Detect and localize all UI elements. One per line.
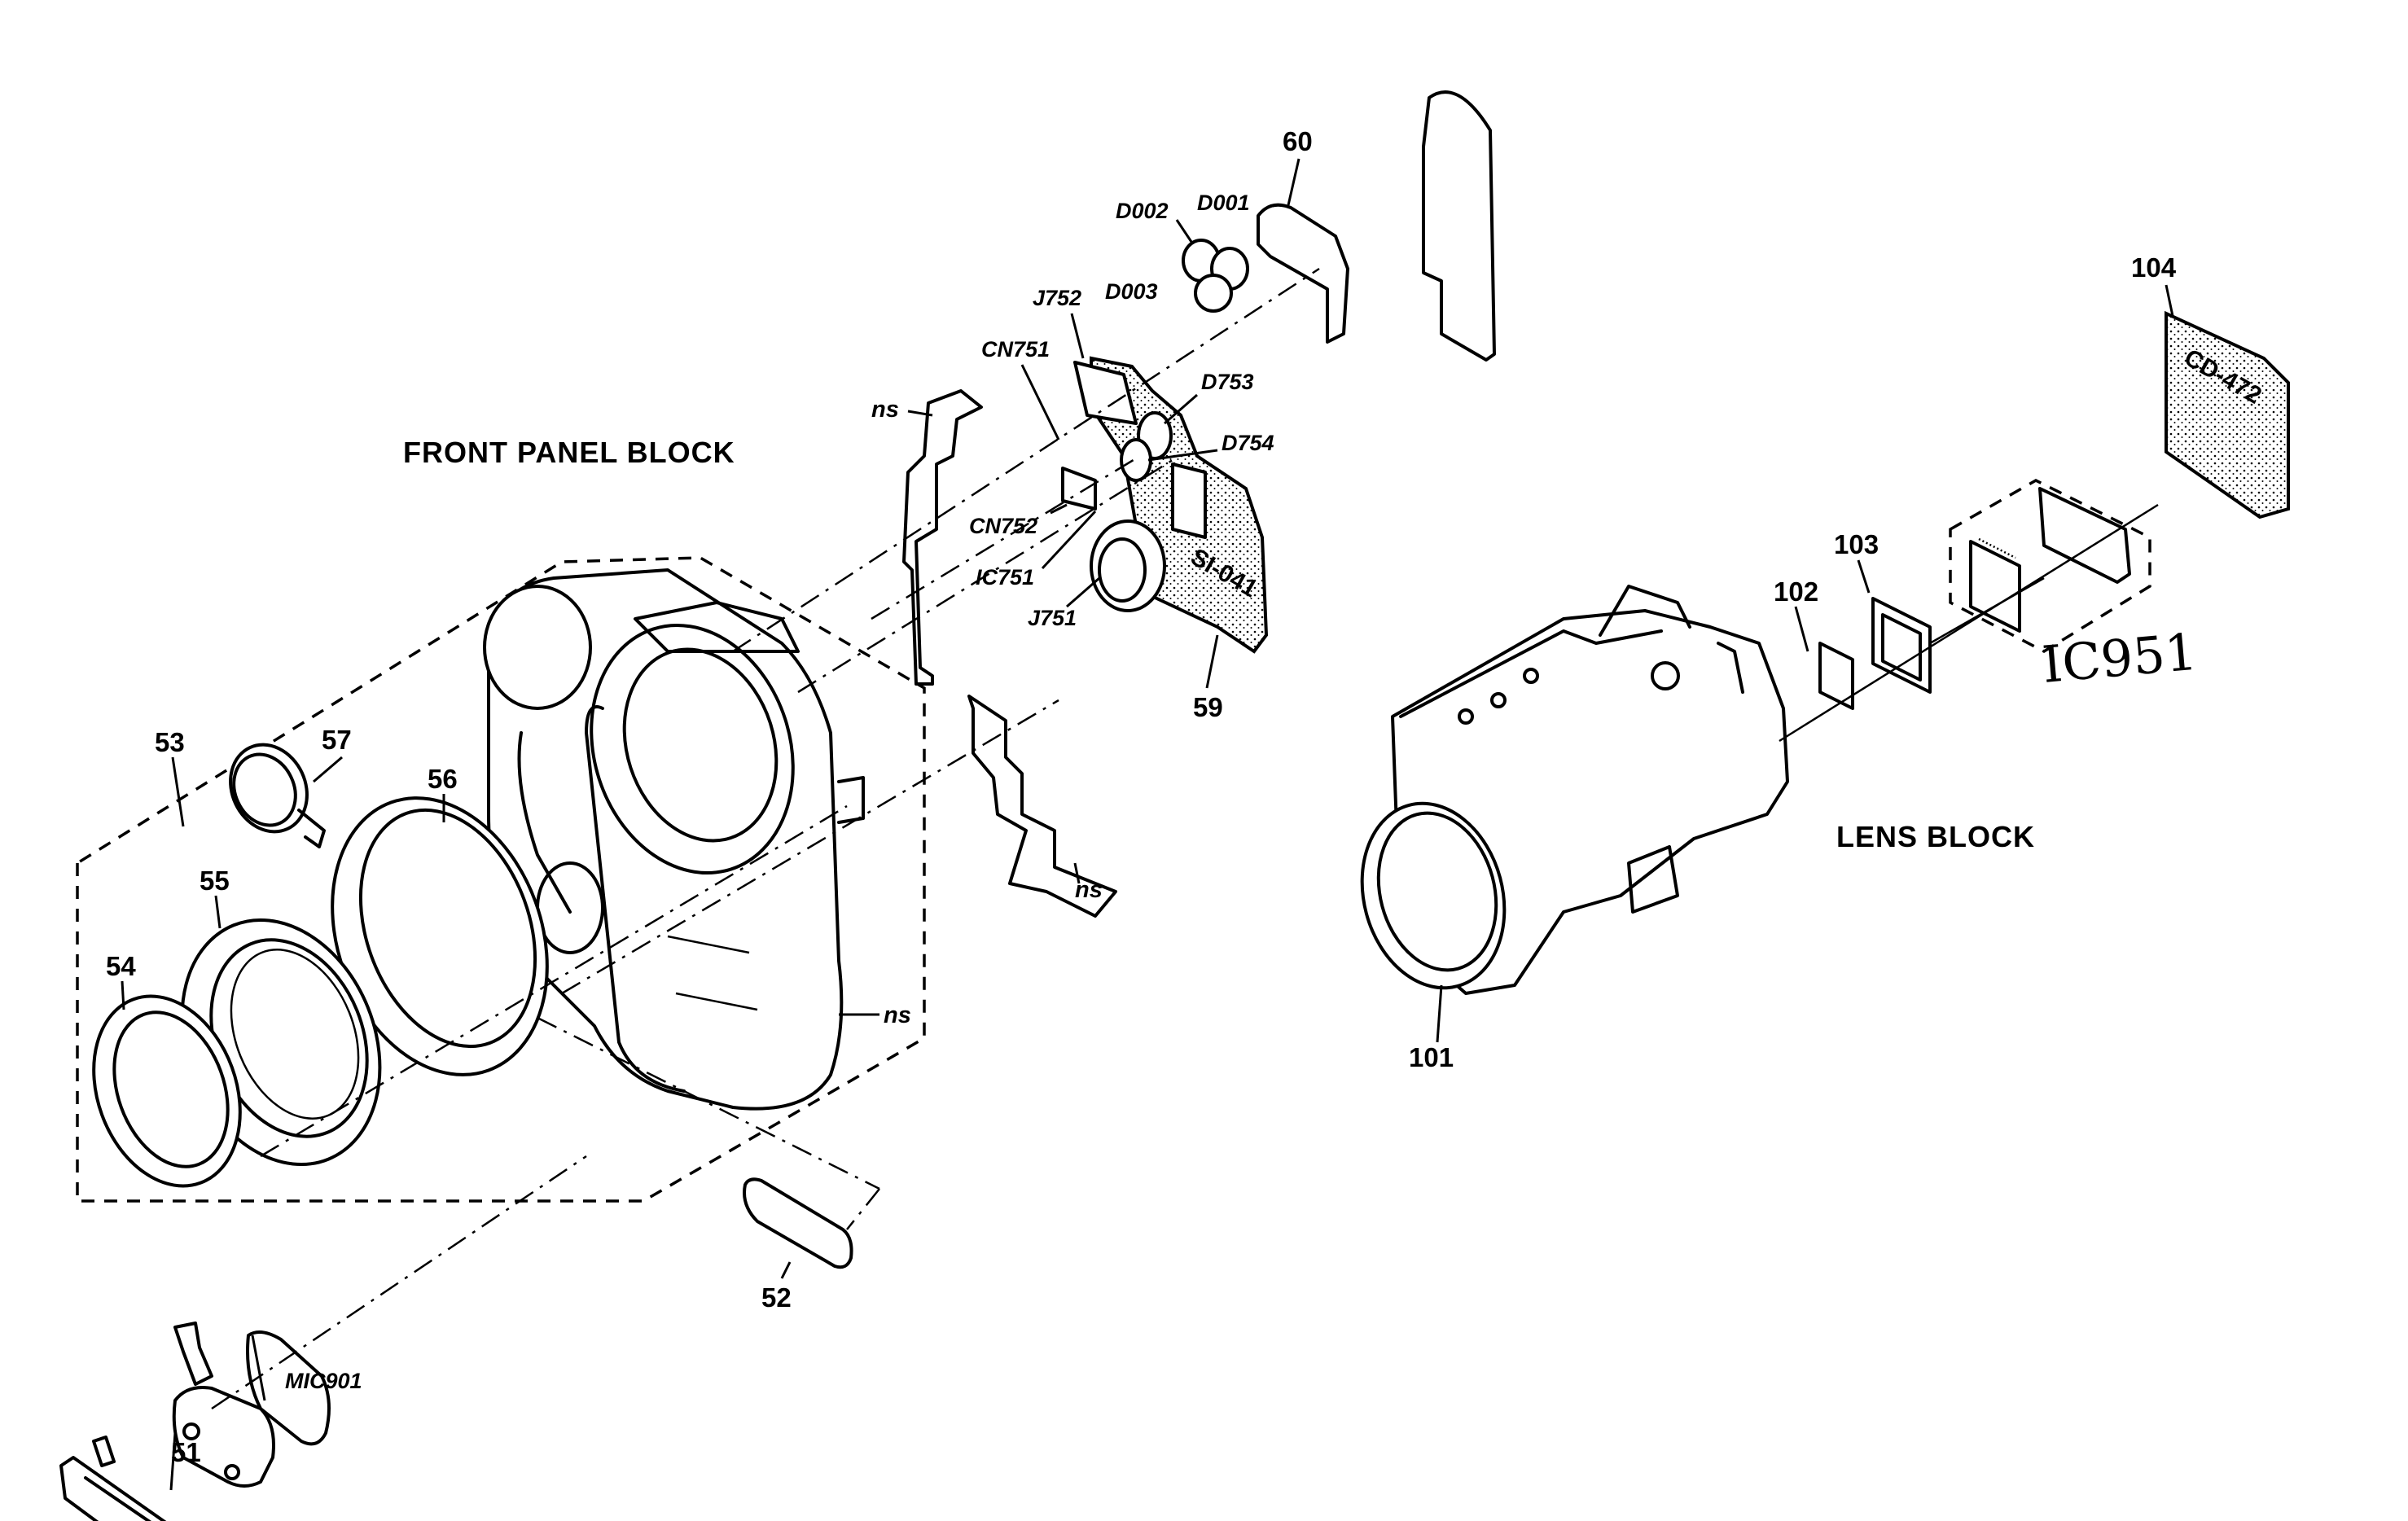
ref-label-d001: D001 (1197, 191, 1250, 215)
leader-54 (121, 980, 125, 1010)
part-label-103: 103 (1834, 529, 1879, 559)
leader-103 (1857, 559, 1871, 594)
part-label-54: 54 (106, 951, 136, 981)
leader-51 (169, 1432, 177, 1491)
part-101-lens-unit (1360, 585, 1789, 995)
ns-label-lower-bracket: ns (1075, 877, 1103, 903)
top-bracket (902, 389, 983, 686)
part-label-52: 52 (761, 1282, 792, 1313)
part-57-lens-cap (229, 743, 326, 848)
leader-j751 (1066, 576, 1100, 608)
part-label-102: 102 (1774, 576, 1818, 607)
leader-cn752 (1050, 503, 1068, 515)
part-label-104: 104 (2131, 252, 2177, 283)
leader-59 (1205, 634, 1219, 689)
part-102-optical-filter (1818, 642, 1854, 710)
part-label-53: 53 (155, 727, 185, 757)
part-label-51: 51 (171, 1437, 201, 1467)
lower-bracket (967, 695, 1117, 918)
front-cabinet (483, 568, 865, 1111)
part-label-60: 60 (1283, 126, 1313, 156)
ref-label-d002: D002 (1116, 199, 1169, 223)
leader-ns-lower-bracket (1073, 862, 1081, 884)
leader-102 (1794, 606, 1809, 652)
part-54-protector-ring (92, 994, 242, 1188)
assembly-53-boundary (76, 556, 926, 1203)
part-label-59: 59 (1193, 692, 1223, 722)
ref-label-mic901: MIC901 (285, 1369, 362, 1393)
front-panel-block: FRONT PANEL BLOCK (59, 436, 926, 1521)
ns-label-top-bracket: ns (871, 397, 899, 423)
part-label-57: 57 (322, 725, 352, 755)
lens-block: LENS BLOCK IC951 CD-472 (1360, 252, 2290, 1072)
ref-label-j751: J751 (1028, 606, 1077, 630)
ic951-ccd-sensor (1969, 540, 2021, 633)
leader-101 (1436, 984, 1443, 1043)
leader-cn751 (1020, 364, 1060, 441)
ref-label-d754: D754 (1222, 431, 1274, 455)
ic751-chip (1171, 462, 1207, 539)
j751-jack (1090, 519, 1166, 612)
leader-d754 (1147, 449, 1218, 462)
front-panel-block-title: FRONT PANEL BLOCK (403, 436, 735, 469)
leader-57 (313, 756, 343, 783)
assembly-alignment-lines (211, 267, 2159, 1410)
leader-55 (214, 895, 222, 929)
part-56-lens-hood-ring (331, 796, 549, 1076)
ccd-mounting-plate (2038, 487, 2131, 584)
leader-j752 (1070, 313, 1085, 359)
leader-ns-top-bracket (907, 410, 933, 417)
ref-label-cn751: CN751 (981, 337, 1050, 362)
leader-60 (1287, 158, 1300, 206)
leader-104 (2165, 284, 2174, 317)
ref-label-d003: D003 (1105, 279, 1158, 304)
lens-block-title: LENS BLOCK (1836, 820, 2035, 853)
center-boards: ns ns SI-041 60 D001 D002 D003 J752 CN75… (871, 90, 1496, 918)
part-label-101: 101 (1409, 1042, 1454, 1072)
part-104-cd-board (2165, 310, 2290, 519)
part-103-ccd-holder (1871, 597, 1932, 694)
leader-d753 (1164, 393, 1198, 425)
part-label-55: 55 (200, 866, 230, 896)
part-51-mic-grille (59, 1436, 167, 1521)
d003-led (1194, 274, 1233, 313)
ns-label-front-cabinet: ns (884, 1002, 911, 1028)
leader-52 (780, 1261, 792, 1279)
part-60-led-board (1257, 203, 1349, 344)
leader-mic901 (251, 1335, 266, 1401)
ref-label-j752: J752 (1033, 286, 1081, 310)
ref-label-d753: D753 (1201, 370, 1254, 394)
mic901-microphone (172, 1322, 331, 1488)
part-52-cover-plate (743, 1177, 853, 1269)
part-label-56: 56 (428, 764, 458, 794)
leader-ic751 (1041, 510, 1097, 570)
ref-label-cn752: CN752 (969, 514, 1037, 538)
leader-53 (171, 756, 185, 827)
rear-cover-plate (1422, 90, 1496, 362)
handwritten-ic951: IC951 (2040, 622, 2200, 695)
cn752-connector (1061, 467, 1097, 511)
ic951-boundary (1949, 479, 2151, 654)
j752-jack (1073, 361, 1138, 425)
d754-led (1120, 438, 1152, 482)
leader-d002 (1175, 219, 1195, 245)
ref-label-ic751: IC751 (976, 565, 1034, 590)
